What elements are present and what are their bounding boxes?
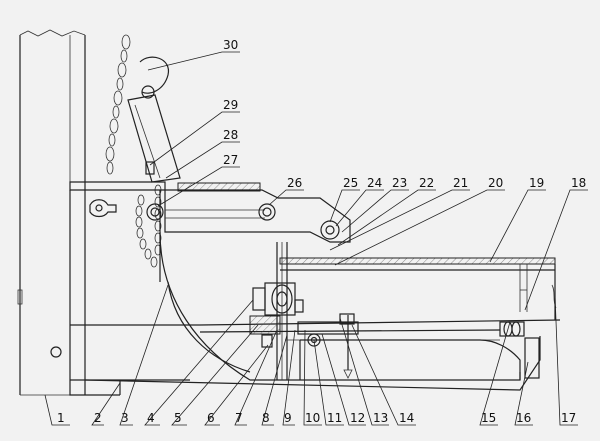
base-plate [85, 380, 121, 396]
leader-lines [44, 51, 588, 426]
top-plate [164, 182, 351, 243]
chain [105, 34, 131, 175]
vertical-post [17, 29, 86, 396]
curved-body [84, 231, 541, 391]
callout-28: 28 [223, 128, 238, 142]
callout-9: 9 [284, 411, 292, 425]
callout-22: 22 [419, 176, 434, 190]
callout-6: 6 [207, 411, 215, 425]
callout-1: 1 [57, 411, 65, 425]
callout-26: 26 [287, 176, 302, 190]
callout-14: 14 [399, 411, 414, 425]
callout-27: 27 [223, 153, 238, 167]
adjusting-screw [297, 313, 359, 379]
callout-labels: 1 2 3 4 5 6 7 8 9 10 11 12 13 14 15 16 1… [57, 38, 586, 425]
callout-30: 30 [223, 38, 238, 52]
callout-16: 16 [516, 411, 531, 425]
callout-20: 20 [488, 176, 503, 190]
callout-15: 15 [481, 411, 496, 425]
callout-12: 12 [350, 411, 365, 425]
callout-23: 23 [392, 176, 407, 190]
callout-5: 5 [174, 411, 182, 425]
callout-24: 24 [367, 176, 382, 190]
callout-11: 11 [327, 411, 342, 425]
callout-7: 7 [235, 411, 243, 425]
roller [499, 321, 525, 337]
lower-plate [299, 337, 540, 380]
callout-18: 18 [571, 176, 586, 190]
callout-25: 25 [343, 176, 358, 190]
callout-4: 4 [147, 411, 155, 425]
upper-beam [279, 257, 557, 320]
pins [146, 203, 340, 240]
gear-assembly [249, 282, 304, 348]
callout-29: 29 [223, 98, 238, 112]
callout-8: 8 [262, 411, 270, 425]
frame-block [69, 181, 200, 396]
callout-17: 17 [561, 411, 576, 425]
callout-2: 2 [94, 411, 102, 425]
callout-21: 21 [453, 176, 468, 190]
callout-10: 10 [305, 411, 320, 425]
callout-19: 19 [529, 176, 544, 190]
callout-3: 3 [121, 411, 129, 425]
hook-and-lever [127, 56, 181, 183]
callout-13: 13 [373, 411, 388, 425]
side-chain [135, 184, 162, 268]
